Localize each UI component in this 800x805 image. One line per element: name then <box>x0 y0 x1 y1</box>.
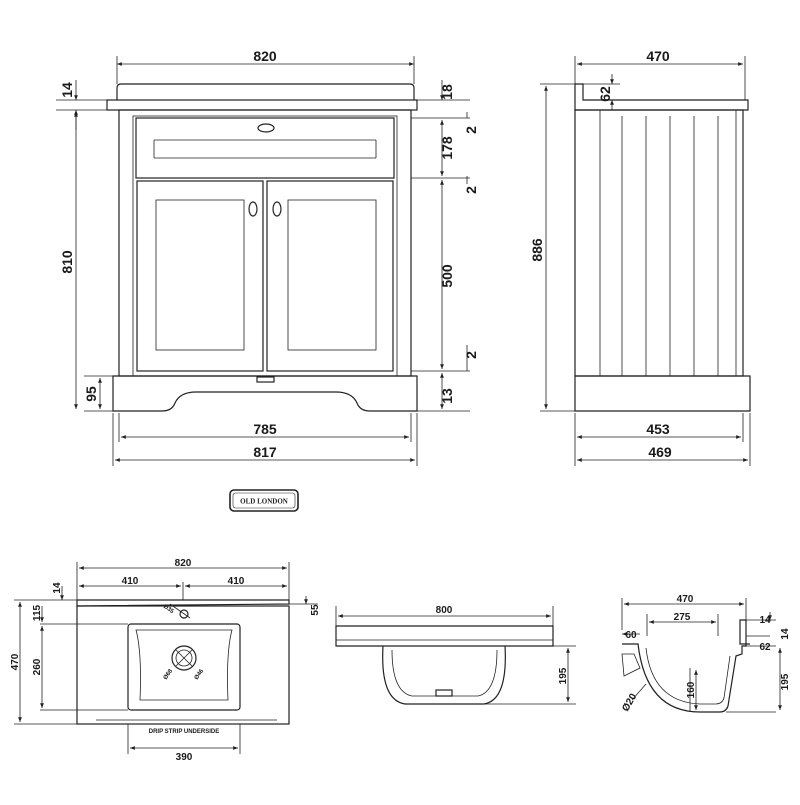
dim-front-base-width: 817 <box>253 444 277 460</box>
dim-basin-side-waste: 160 <box>686 681 697 698</box>
door-knob-left-icon <box>248 201 258 217</box>
plinth <box>112 375 418 412</box>
basin-plan-upstand <box>76 599 290 607</box>
dim-basin-half-right: 410 <box>228 576 245 587</box>
dim-side-depth-top: 470 <box>646 48 670 64</box>
dim-front-gap-a: 2 <box>463 126 479 134</box>
waste-outer-icon <box>171 645 197 671</box>
door-knob-right-icon <box>272 201 282 217</box>
drawer-handle-icon <box>257 123 275 133</box>
dim-basin-strip-width: 390 <box>176 752 193 763</box>
door-right <box>266 180 394 372</box>
dim-basin-waste-b: Ø46 <box>194 668 206 681</box>
dim-side-height: 886 <box>529 238 545 262</box>
dim-front-total-height: 810 <box>59 250 75 274</box>
dim-front-inner-width: 785 <box>253 421 277 437</box>
side-elevation: 470 62 886 453 469 <box>529 48 751 466</box>
basin-bowl-outer <box>127 623 241 711</box>
dim-basin-side-inner: 275 <box>674 612 691 623</box>
dim-basin-plan-thickness: 14 <box>52 582 63 594</box>
dim-basin-front-width: 800 <box>436 605 453 616</box>
dim-front-width-top: 820 <box>253 48 277 64</box>
basin-plan-view: 820 410 410 Ø68 Ø46 Ø35 DRIP STRIP UNDER… <box>10 558 321 763</box>
dim-basin-half-left: 410 <box>122 576 139 587</box>
brand-logo-frame <box>229 489 299 512</box>
door-left <box>136 180 264 372</box>
dim-basin-front-height: 195 <box>558 667 569 684</box>
door-right-panel <box>287 199 377 351</box>
dim-side-base-depth: 469 <box>648 444 672 460</box>
dim-front-plinth-height: 95 <box>83 386 99 402</box>
door-left-panel <box>155 199 245 351</box>
dim-side-inner-depth: 453 <box>646 421 670 437</box>
brand-logo-text: OLD LONDON <box>240 498 288 506</box>
dim-basin-side-lip-b: 14 <box>780 628 791 640</box>
brand-logo-inner <box>232 492 296 509</box>
dim-basin-bowl-depth: 260 <box>32 658 43 675</box>
dim-basin-plan-back: 115 <box>32 604 43 621</box>
worktop <box>106 99 418 111</box>
leader-line <box>169 603 191 619</box>
dim-basin-side-height: 195 <box>780 673 791 690</box>
side-plinth <box>574 375 751 412</box>
plinth-badge <box>256 376 275 383</box>
dim-front-drawer-height: 178 <box>439 136 455 160</box>
basin-front-top <box>335 625 554 647</box>
dim-basin-plan-edge: 55 <box>310 604 321 616</box>
dim-basin-side-left: 60 <box>625 630 637 641</box>
dim-side-upstand: 62 <box>597 86 613 102</box>
basin-front-waste <box>435 689 453 697</box>
waste-cross <box>175 649 193 667</box>
dim-basin-side-lip: 14 <box>759 615 771 626</box>
dim-front-top-thickness: 14 <box>59 82 75 98</box>
drawer-front <box>135 117 395 179</box>
dim-basin-tap-hole: Ø35 <box>162 604 175 616</box>
basin-front-bowl-inner <box>391 649 498 697</box>
basin-side-bracket <box>621 653 641 677</box>
dim-front-drawer-gap-top: 18 <box>439 84 455 100</box>
leader-line <box>631 683 647 701</box>
cabinet-carcass <box>118 109 412 377</box>
basin-front-view: 800 195 <box>335 605 576 705</box>
tap-hole-icon <box>179 609 189 619</box>
brand-logo: OLD LONDON <box>229 489 299 512</box>
basin-plan-outline <box>76 605 290 725</box>
dim-front-plinth-gap: 13 <box>439 388 455 404</box>
waste-inner-icon <box>175 649 193 667</box>
front-elevation: 820 14 810 <box>56 48 479 466</box>
dim-front-gap-c: 2 <box>463 351 479 359</box>
dim-basin-plan-depth: 470 <box>10 653 21 670</box>
basin-side-inner <box>645 647 731 705</box>
dim-front-gap-b: 2 <box>463 186 479 194</box>
basin-side-view: 470 275 60 14 14 62 195 160 Ø20 <box>620 594 791 714</box>
dim-basin-side-upstand: 62 <box>759 642 771 653</box>
dim-basin-waste-a: Ø68 <box>163 668 175 681</box>
dim-basin-side-depth: 470 <box>677 594 694 605</box>
dim-basin-top-width: 820 <box>175 558 192 569</box>
cabinet-inner-frame <box>132 115 398 377</box>
basin-bowl-inner <box>135 629 233 701</box>
drip-strip-label: DRIP STRIP UNDERSIDE <box>149 729 219 735</box>
basin-side-profile <box>622 619 750 713</box>
dim-front-door-height: 500 <box>439 264 455 288</box>
basin-front-bowl-outer <box>382 645 506 705</box>
worktop-upstand <box>116 83 415 100</box>
